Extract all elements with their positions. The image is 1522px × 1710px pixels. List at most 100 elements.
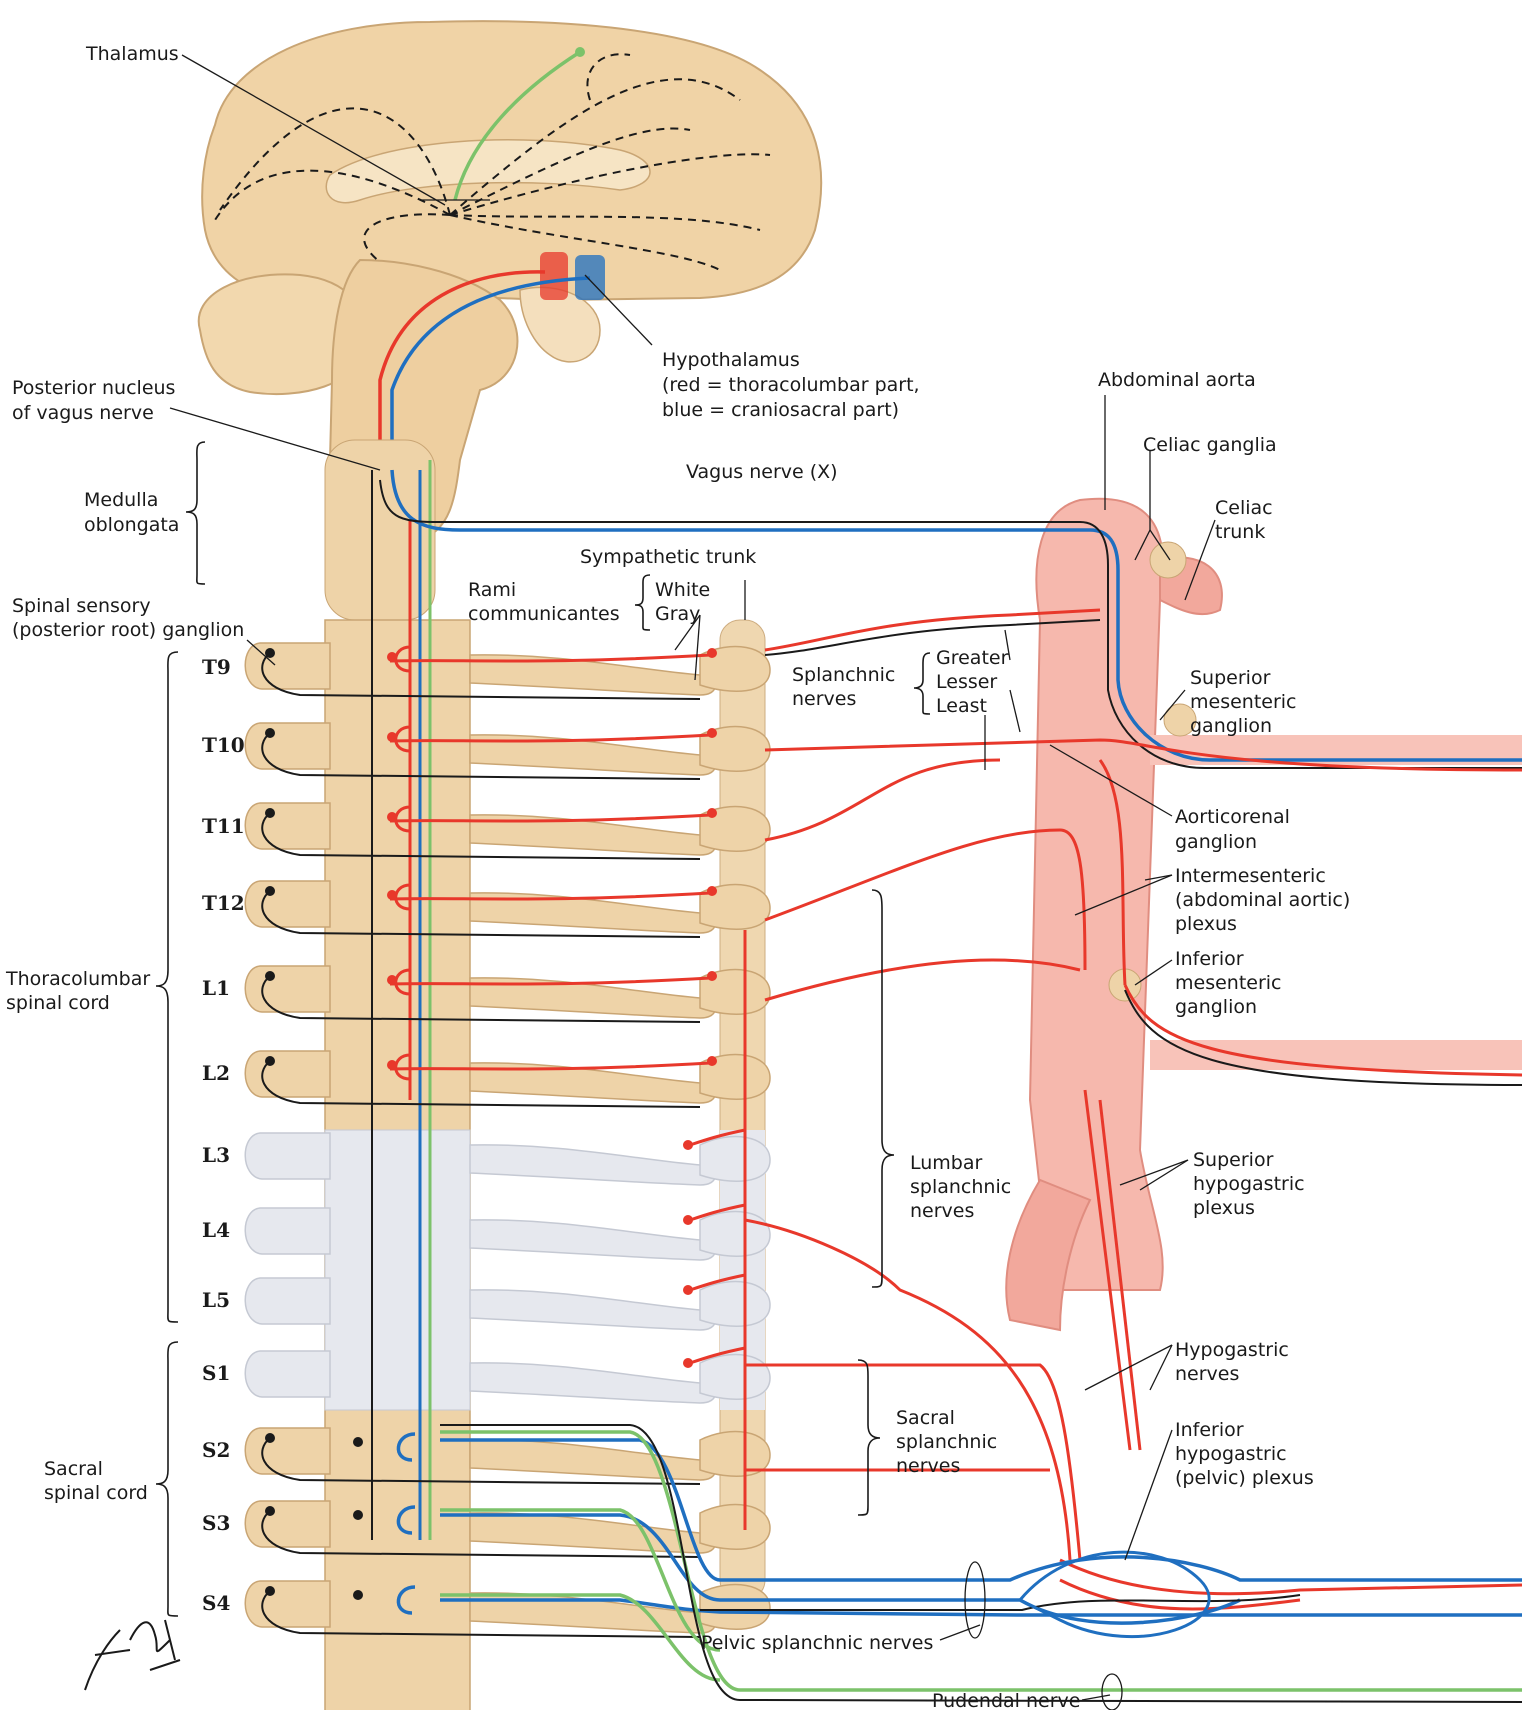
ganglion-dot-S3 xyxy=(265,1506,275,1516)
ganglion-dot-T10 xyxy=(265,728,275,738)
seg-T10: T10 xyxy=(202,733,245,757)
post-dot-S1 xyxy=(683,1358,693,1368)
transverse-process-L3 xyxy=(470,1145,715,1185)
synapse-dot-T12 xyxy=(707,886,717,896)
label-celiac-trunk-2: trunk xyxy=(1215,521,1265,543)
ganglion-dot-T12 xyxy=(265,886,275,896)
trunk-ganglion-S1 xyxy=(700,1355,770,1400)
ganglion-dot-L1 xyxy=(265,971,275,981)
seg-L1: L1 xyxy=(202,976,230,1000)
ganglion-dot-S2 xyxy=(265,1433,275,1443)
label-pudendal: Pudendal nerve xyxy=(932,1690,1080,1710)
label-sup-hypogastric-2: hypogastric xyxy=(1193,1173,1305,1195)
label-rami-1: Rami xyxy=(468,579,516,601)
seg-L5: L5 xyxy=(202,1288,230,1312)
vertebra-process-T10 xyxy=(245,723,330,769)
label-spinal-ganglion-1: Spinal sensory xyxy=(12,595,151,617)
sensory-tract-end xyxy=(575,47,585,57)
label-sympathetic-trunk: Sympathetic trunk xyxy=(580,546,756,568)
label-least: Least xyxy=(936,695,987,717)
cell-body-T9 xyxy=(387,652,397,662)
trunk-ganglion-L3 xyxy=(700,1137,770,1182)
label-hypothalamus-red: (red = thoracolumbar part, xyxy=(662,374,920,396)
seg-S3: S3 xyxy=(202,1511,230,1535)
post-dot-L3 xyxy=(683,1140,693,1150)
synapse-dot-L2 xyxy=(707,1056,717,1066)
seg-S2: S2 xyxy=(202,1438,230,1462)
seg-T11: T11 xyxy=(202,814,245,838)
synapse-dot-T9 xyxy=(707,648,717,658)
transverse-process-S2 xyxy=(470,1440,715,1480)
label-abdominal-aorta: Abdominal aorta xyxy=(1098,369,1256,391)
label-celiac-trunk-1: Celiac xyxy=(1215,497,1273,519)
vertebra-process-T11 xyxy=(245,803,330,849)
post-dot-L4 xyxy=(683,1215,693,1225)
rami-brace xyxy=(635,575,650,630)
seg-L2: L2 xyxy=(202,1061,230,1085)
label-vagus: Vagus nerve (X) xyxy=(686,461,838,483)
cell-body-L2 xyxy=(387,1060,397,1070)
label-sup-mesenteric-1: Superior xyxy=(1190,667,1271,689)
seg-S4: S4 xyxy=(202,1591,230,1615)
label-splanchnic-1: Splanchnic xyxy=(792,664,895,686)
label-inf-hypogastric-3: (pelvic) plexus xyxy=(1175,1467,1314,1489)
label-intermesenteric-3: plexus xyxy=(1175,913,1237,935)
label-intermesenteric-2: (abdominal aortic) xyxy=(1175,889,1350,911)
label-sup-hypogastric-1: Superior xyxy=(1193,1149,1274,1171)
label-sacral-splanchnic-3: nerves xyxy=(896,1455,960,1477)
sacral-afferent-dot-S2 xyxy=(353,1437,363,1447)
ganglion-dot-T11 xyxy=(265,808,275,818)
ganglion-dot-S4 xyxy=(265,1586,275,1596)
label-sup-hypogastric-3: plexus xyxy=(1193,1197,1255,1219)
vertebra-process-L5 xyxy=(245,1278,330,1324)
label-lumbar-splanchnic-1: Lumbar xyxy=(910,1152,983,1174)
label-rami-2: communicantes xyxy=(468,603,620,625)
label-inf-mesenteric-2: mesenteric xyxy=(1175,972,1282,994)
synapse-dot-L1 xyxy=(707,971,717,981)
cell-body-L1 xyxy=(387,975,397,985)
label-sacral-splanchnic-2: splanchnic xyxy=(896,1431,997,1453)
trunk-ganglion-L4 xyxy=(700,1212,770,1257)
sacral-brace xyxy=(156,1342,178,1616)
label-pelvic-splanchnic: Pelvic splanchnic nerves xyxy=(701,1632,933,1654)
label-hypogastric-2: nerves xyxy=(1175,1363,1239,1385)
vertebra-process-L3 xyxy=(245,1133,330,1179)
label-sup-mesenteric-3: ganglion xyxy=(1190,715,1272,737)
vertebra-process-L4 xyxy=(245,1208,330,1254)
label-inf-hypogastric-2: hypogastric xyxy=(1175,1443,1287,1465)
thoracolumbar-brace xyxy=(156,652,178,1322)
vertebra-process-S2 xyxy=(245,1428,330,1474)
label-thalamus: Thalamus xyxy=(85,43,179,65)
label-sacral-cord-1: Sacral xyxy=(44,1458,103,1480)
hypothalamus-red xyxy=(540,252,568,300)
label-inf-mesenteric-1: Inferior xyxy=(1175,948,1244,970)
label-hypothalamus-blue: blue = craniosacral part) xyxy=(662,399,899,421)
label-greater: Greater xyxy=(936,647,1009,669)
cell-body-T10 xyxy=(387,732,397,742)
netter-signature xyxy=(85,1620,180,1690)
segment-labels: T9 T10 T11 T12 L1 L2 L3 L4 L5 S1 S2 S3 S… xyxy=(202,655,245,1615)
label-medulla-2: oblongata xyxy=(84,514,179,536)
label-aorticorenal-1: Aorticorenal xyxy=(1175,806,1290,828)
label-inf-mesenteric-3: ganglion xyxy=(1175,996,1257,1018)
label-white: White xyxy=(655,579,710,601)
label-gray: Gray xyxy=(655,603,700,625)
vertebra-process-L2 xyxy=(245,1051,330,1097)
label-intermesenteric-1: Intermesenteric xyxy=(1175,865,1326,887)
label-hypothalamus: Hypothalamus xyxy=(662,349,800,371)
vertebra-process-S3 xyxy=(245,1501,330,1547)
label-medulla-1: Medulla xyxy=(84,489,158,511)
trunk-ganglion-S4 xyxy=(700,1585,770,1630)
sacral-afferent-dot-S3 xyxy=(353,1510,363,1520)
label-posterior-nucleus-1: Posterior nucleus xyxy=(12,377,175,399)
sacral-afferent-dot-S4 xyxy=(353,1590,363,1600)
transverse-process-S1 xyxy=(470,1363,715,1403)
label-celiac-ganglia: Celiac ganglia xyxy=(1143,434,1277,456)
seg-L4: L4 xyxy=(202,1218,230,1242)
label-inf-hypogastric-1: Inferior xyxy=(1175,1419,1244,1441)
post-dot-L5 xyxy=(683,1285,693,1295)
celiac-ganglion-body xyxy=(1150,542,1186,578)
vertebra-process-L1 xyxy=(245,966,330,1012)
label-aorticorenal-2: ganglion xyxy=(1175,831,1257,853)
synapse-dot-T10 xyxy=(707,728,717,738)
